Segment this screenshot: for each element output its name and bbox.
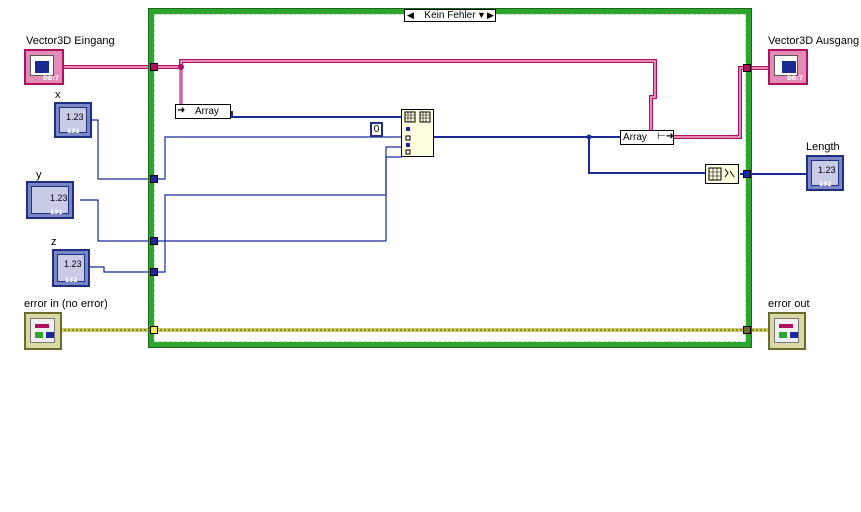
length-output-tunnel[interactable] <box>743 170 751 178</box>
y-label: y <box>36 169 42 181</box>
bundle-by-name-node[interactable]: Array ⊢➜ <box>620 130 674 145</box>
unbundle-by-name-node[interactable]: ➜ Array <box>175 104 231 119</box>
error-in-terminal[interactable] <box>24 312 62 350</box>
case-selector[interactable]: ◀ Kein Fehler ▼ ▶ <box>404 9 496 22</box>
scalar-wires <box>80 119 402 273</box>
cube-icon <box>35 61 49 73</box>
case-structure <box>148 8 752 348</box>
x-input-tunnel[interactable] <box>150 175 158 183</box>
arrow-right-icon: ➜ <box>177 105 186 116</box>
case-selector-value: Kein Fehler <box>424 10 476 21</box>
array-norm-node[interactable] <box>705 164 739 184</box>
vector-in-label: Vector3D Eingang <box>26 35 115 47</box>
x-label: x <box>55 89 61 101</box>
length-terminal[interactable]: 1.23 132 <box>806 155 844 191</box>
length-label: Length <box>806 141 840 153</box>
error-in-label: error in (no error) <box>24 298 108 310</box>
cube-icon <box>782 61 796 73</box>
cluster-junction <box>178 64 184 70</box>
array-junction <box>586 134 592 140</box>
error-out-label: error out <box>768 298 810 310</box>
vector-in-terminal[interactable]: DB:7 <box>24 49 64 85</box>
cluster-input-tunnel[interactable] <box>150 63 158 71</box>
vector-out-label: Vector3D Ausgang <box>768 35 860 47</box>
z-input-tunnel[interactable] <box>150 268 158 276</box>
error-out-terminal[interactable] <box>768 312 806 350</box>
zero-constant[interactable]: 0 <box>370 122 383 137</box>
x-terminal[interactable]: 1.23 132 <box>54 102 92 138</box>
y-terminal[interactable]: 1.23 132 <box>26 181 74 219</box>
error-output-tunnel[interactable] <box>743 326 751 334</box>
z-label: z <box>51 236 57 248</box>
increment-arrow-icon[interactable]: ▶ <box>487 10 494 20</box>
replace-array-subset-node[interactable] <box>401 109 434 157</box>
z-terminal[interactable]: 1.23 132 <box>52 249 90 287</box>
decrement-arrow-icon[interactable]: ◀ <box>407 10 414 20</box>
dropdown-arrow-icon[interactable]: ▼ <box>477 10 486 20</box>
array-norm-icon <box>708 167 735 181</box>
error-icon <box>35 324 49 328</box>
cluster-wires <box>62 59 770 139</box>
error-icon <box>779 324 793 328</box>
cluster-output-tunnel[interactable] <box>743 64 751 72</box>
y-input-tunnel[interactable] <box>150 237 158 245</box>
error-input-tunnel[interactable] <box>150 326 158 334</box>
vector-out-terminal[interactable]: DB:7 <box>768 49 808 85</box>
bundle-arrow-icon: ⊢➜ <box>657 131 675 142</box>
replace-array-subset-icon <box>404 111 431 155</box>
